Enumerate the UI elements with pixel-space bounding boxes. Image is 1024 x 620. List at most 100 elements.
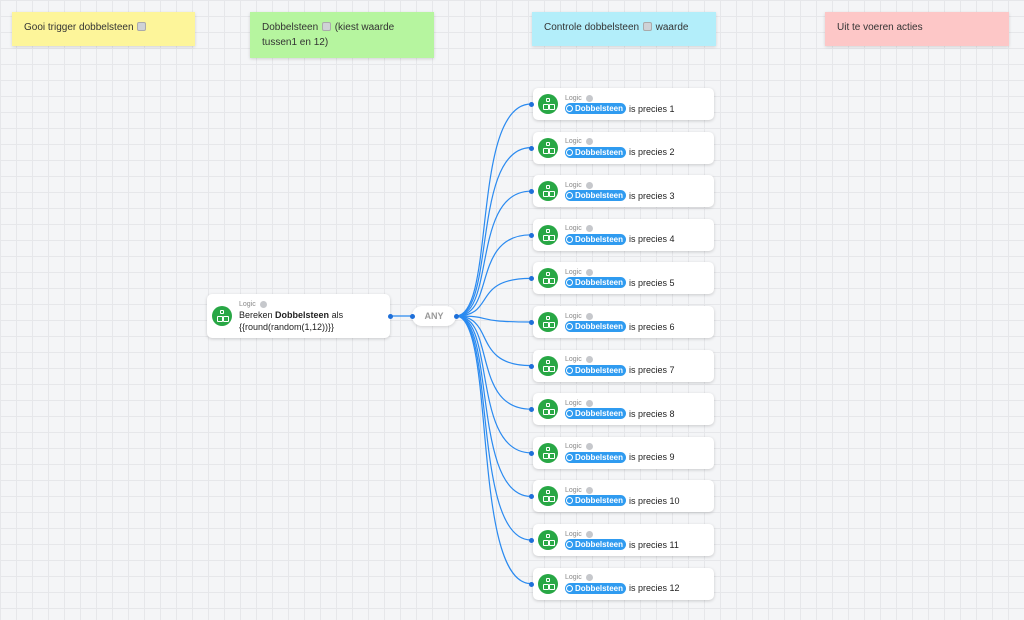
condition-operator: is precies bbox=[629, 321, 668, 332]
variable-pill[interactable]: Dobbelsteen bbox=[565, 495, 627, 507]
node-category-label: Logic bbox=[565, 225, 582, 233]
node-category-label: Logic bbox=[565, 181, 582, 189]
condition-wire bbox=[455, 315, 532, 367]
condition-wire bbox=[455, 277, 532, 317]
input-port[interactable] bbox=[529, 276, 534, 282]
node-category-label: Logic bbox=[565, 443, 582, 451]
variable-name: Dobbelsteen bbox=[575, 540, 624, 549]
info-icon[interactable] bbox=[585, 574, 593, 582]
input-port[interactable] bbox=[410, 314, 415, 319]
input-port[interactable] bbox=[529, 320, 534, 325]
input-port[interactable] bbox=[529, 145, 534, 151]
any-join-node[interactable]: ANY bbox=[412, 306, 456, 326]
variable-icon bbox=[566, 410, 573, 418]
output-port[interactable] bbox=[388, 314, 393, 319]
lane-header-controle[interactable]: Controle dobbelsteen waarde bbox=[532, 12, 716, 46]
info-icon[interactable] bbox=[585, 356, 593, 364]
info-icon[interactable] bbox=[585, 225, 593, 233]
info-icon[interactable] bbox=[585, 312, 593, 320]
info-icon[interactable] bbox=[585, 268, 593, 276]
condition-value: 12 bbox=[669, 583, 680, 594]
dice-icon bbox=[137, 22, 147, 31]
node-category-label: Logic bbox=[565, 574, 582, 582]
lane-header-label: Gooi trigger dobbelsteen bbox=[24, 22, 134, 33]
logic-blocks-icon bbox=[538, 181, 558, 202]
variable-icon bbox=[566, 279, 573, 287]
info-icon[interactable] bbox=[585, 138, 593, 146]
logic-blocks-icon bbox=[538, 442, 558, 463]
condition-value: 4 bbox=[669, 234, 675, 245]
input-port[interactable] bbox=[529, 232, 534, 238]
logic-blocks-icon bbox=[538, 312, 558, 332]
info-icon[interactable] bbox=[585, 443, 593, 451]
variable-name: Dobbelsteen bbox=[575, 278, 624, 288]
logic-blocks-icon bbox=[538, 399, 558, 420]
info-icon[interactable] bbox=[585, 486, 593, 494]
info-icon[interactable] bbox=[585, 94, 593, 102]
variable-pill[interactable]: Dobbelsteen bbox=[565, 277, 627, 289]
node-category-label: Logic bbox=[565, 312, 582, 320]
condition-wire bbox=[455, 315, 532, 410]
variable-icon bbox=[566, 235, 573, 243]
lane-header-label: Uit te voeren acties bbox=[837, 22, 923, 33]
input-port[interactable] bbox=[529, 538, 534, 543]
input-port[interactable] bbox=[529, 102, 534, 107]
input-port[interactable] bbox=[529, 581, 534, 587]
info-icon[interactable] bbox=[585, 530, 593, 538]
variable-pill[interactable]: Dobbelsteen bbox=[565, 190, 627, 202]
variable-pill[interactable]: Dobbelsteen bbox=[565, 233, 627, 245]
any-to-condition-wires bbox=[455, 103, 532, 585]
variable-pill[interactable]: Dobbelsteen bbox=[565, 321, 627, 332]
variable-pill[interactable]: Dobbelsteen bbox=[565, 582, 627, 594]
logic-blocks-icon bbox=[538, 137, 558, 158]
info-icon[interactable] bbox=[259, 300, 267, 308]
logic-node-bereken[interactable]: Logic Bereken Dobbelsteen als {{round(ra… bbox=[207, 294, 390, 338]
output-port[interactable] bbox=[454, 314, 459, 319]
variable-pill[interactable]: Dobbelsteen bbox=[565, 146, 627, 158]
variable-pill[interactable]: Dobbelsteen bbox=[565, 539, 627, 550]
condition-wire bbox=[455, 315, 532, 323]
condition-operator: is precies bbox=[629, 277, 668, 288]
variable-icon bbox=[566, 366, 573, 374]
input-port[interactable] bbox=[529, 494, 534, 500]
variable-name: Dobbelsteen bbox=[575, 191, 624, 201]
condition-operator: is precies bbox=[629, 365, 668, 376]
input-port[interactable] bbox=[529, 450, 534, 456]
input-port[interactable] bbox=[529, 363, 534, 369]
input-port[interactable] bbox=[529, 407, 534, 413]
variable-pill[interactable]: Dobbelsteen bbox=[565, 103, 627, 114]
variable-icon bbox=[566, 584, 573, 592]
variable-pill[interactable]: Dobbelsteen bbox=[565, 451, 627, 463]
logic-blocks-icon bbox=[538, 573, 558, 594]
variable-pill[interactable]: Dobbelsteen bbox=[565, 364, 627, 376]
info-icon[interactable] bbox=[585, 399, 593, 407]
variable-pill[interactable]: Dobbelsteen bbox=[565, 408, 627, 420]
logic-blocks-icon bbox=[538, 530, 558, 550]
logic-blocks-icon bbox=[538, 355, 558, 376]
condition-value: 3 bbox=[669, 190, 675, 201]
logic-blocks-icon bbox=[538, 486, 558, 507]
lane-header-dobbelsteen[interactable]: Dobbelsteen (kiest waarde tussen1 en 12) bbox=[250, 12, 434, 58]
lane-header-trigger[interactable]: Gooi trigger dobbelsteen bbox=[12, 12, 195, 46]
info-icon[interactable] bbox=[585, 181, 593, 189]
input-port[interactable] bbox=[529, 189, 534, 195]
lane-header-acties[interactable]: Uit te voeren acties bbox=[825, 12, 1009, 46]
